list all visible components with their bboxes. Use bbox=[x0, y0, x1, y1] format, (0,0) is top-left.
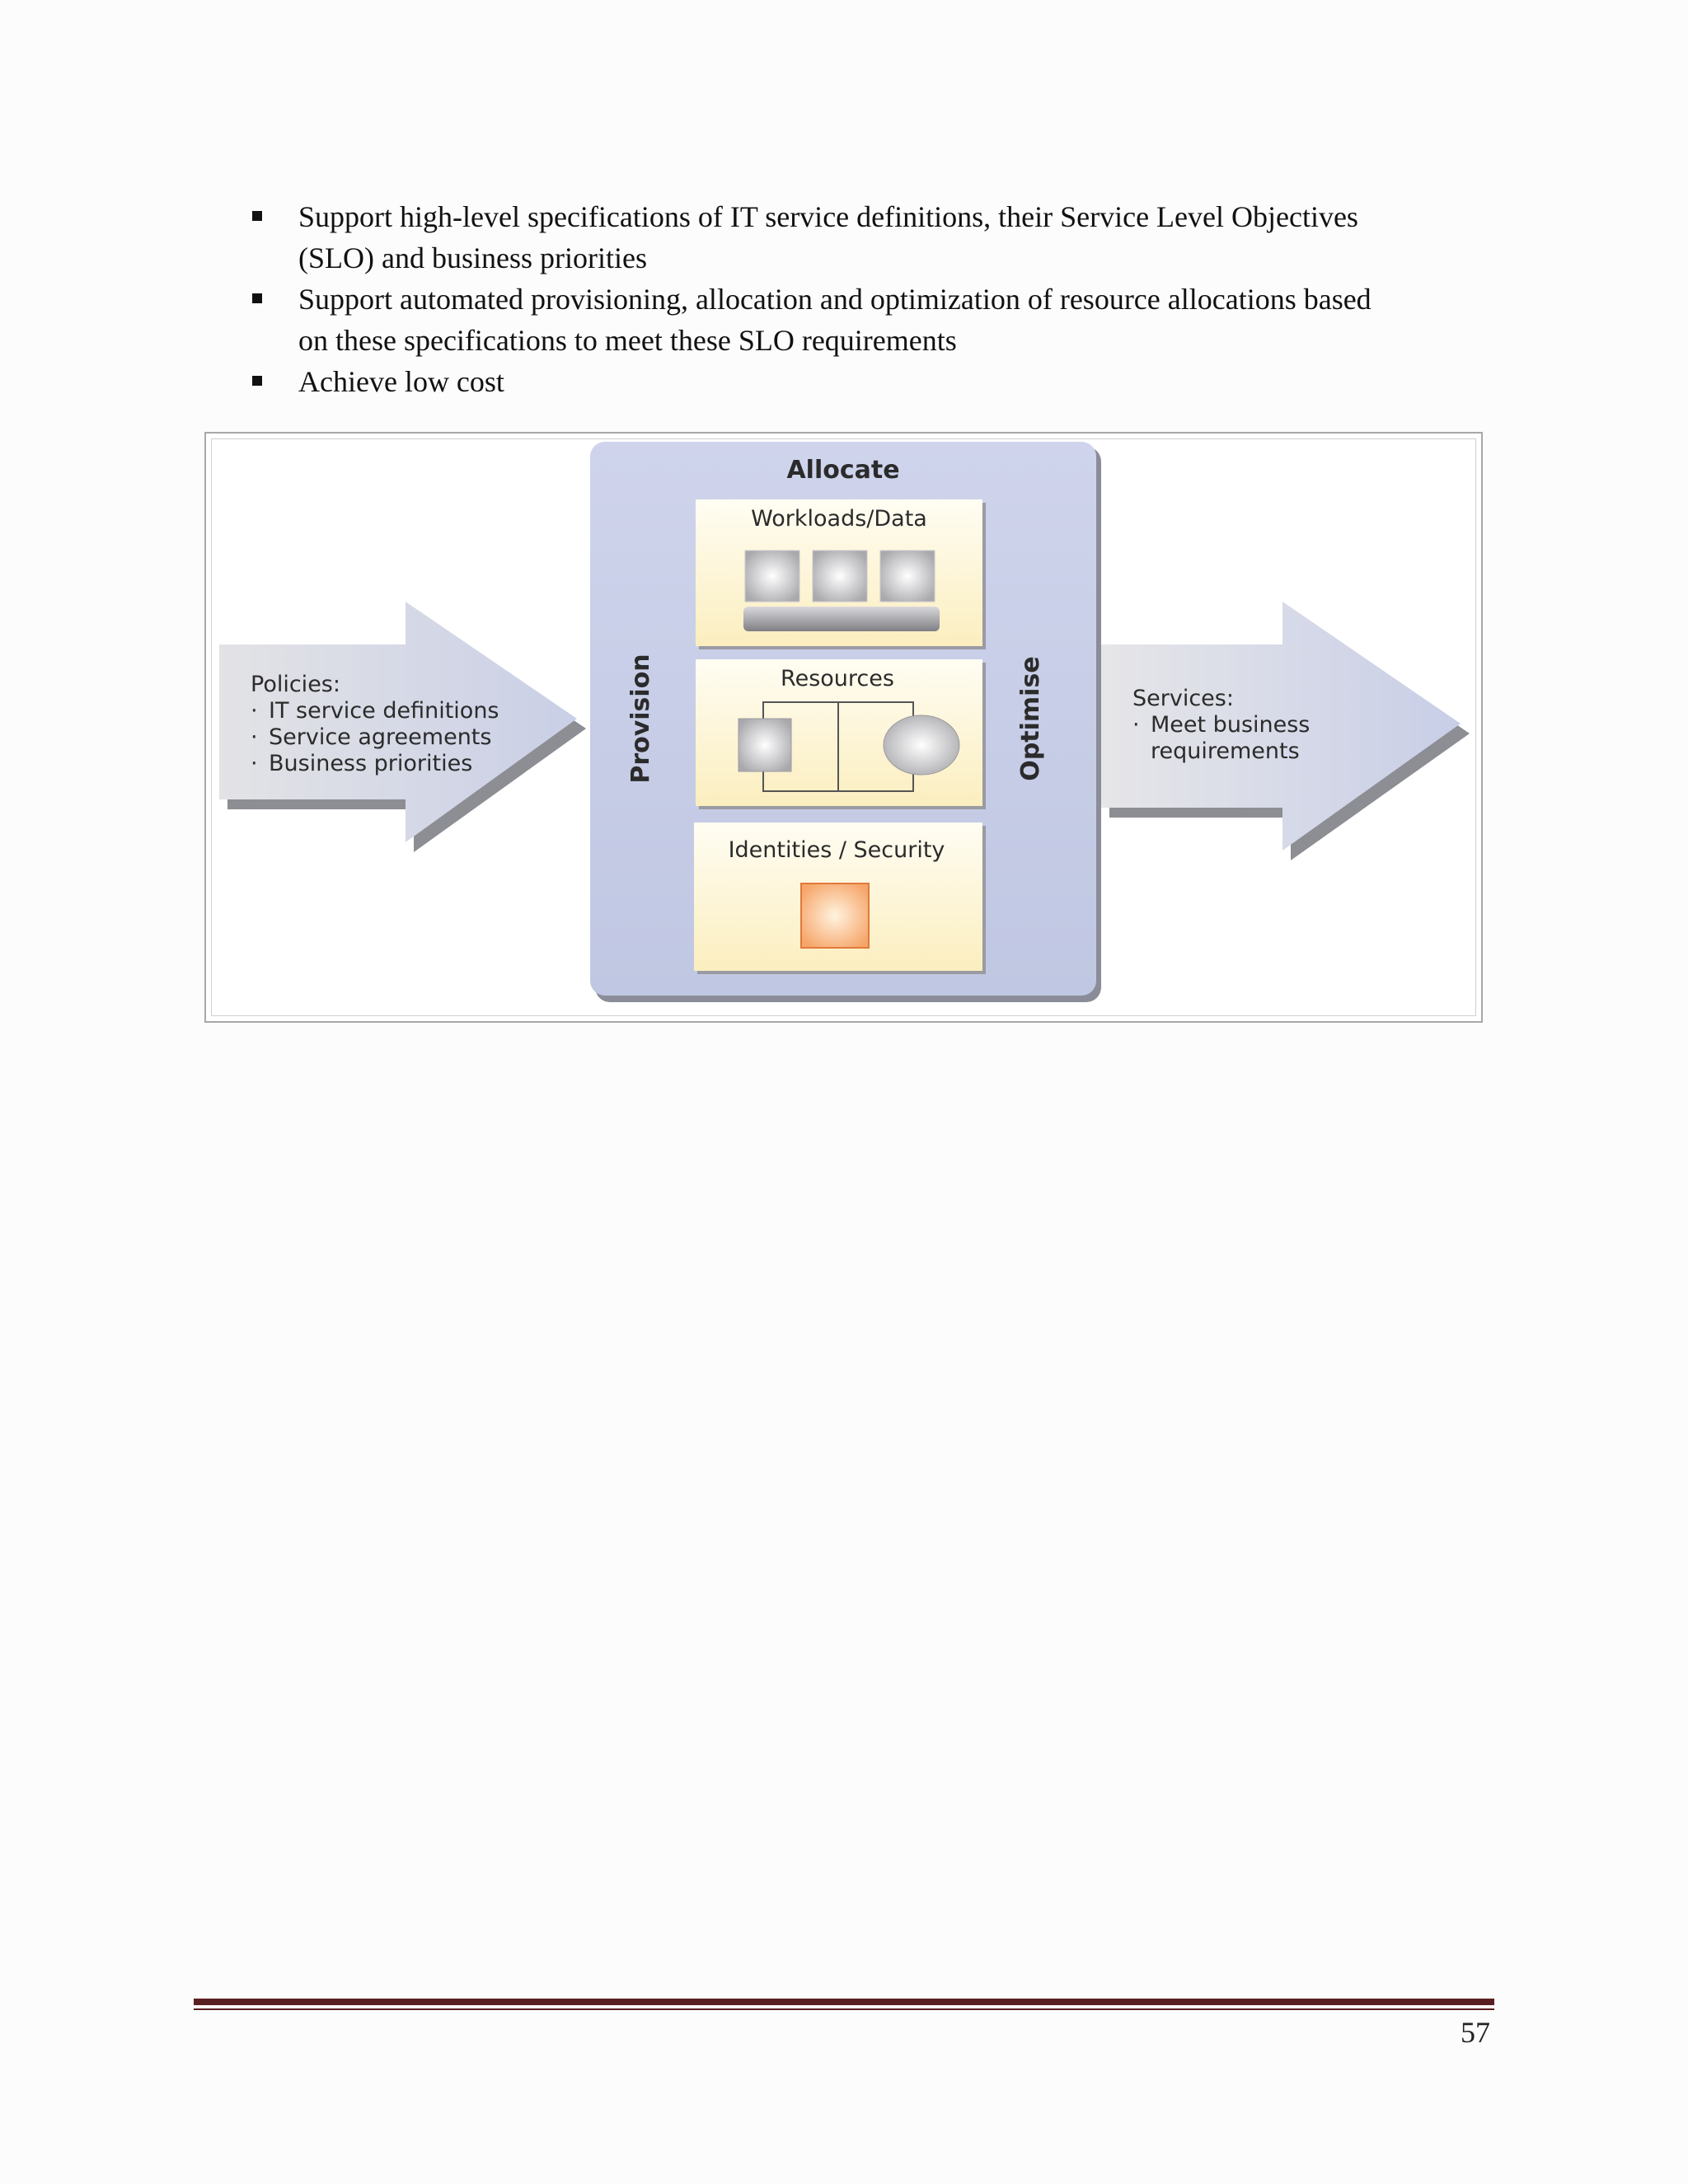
arrow-shape bbox=[219, 602, 577, 842]
policies-heading: Policies: bbox=[251, 672, 340, 697]
list-item: Support high-level specifications of IT … bbox=[247, 196, 1500, 279]
bullet-text-line: Achieve low cost bbox=[298, 365, 504, 398]
data-bar-icon bbox=[743, 607, 940, 631]
services-arrow: Services: · Meet business requirements bbox=[1101, 602, 1470, 860]
arrow-shape bbox=[1101, 602, 1461, 851]
optimise-label: Optimise bbox=[1016, 656, 1045, 780]
bullet-dot: · bbox=[251, 724, 258, 750]
server-icon bbox=[738, 718, 792, 772]
services-heading: Services: bbox=[1132, 686, 1234, 711]
footer-rule bbox=[194, 1999, 1494, 2005]
resources-panel: Resources bbox=[696, 659, 986, 809]
diagram-figure: Policies: · IT service definitions · Ser… bbox=[204, 432, 1483, 1023]
policy-item: Business priorities bbox=[269, 751, 472, 776]
provision-label: Provision bbox=[626, 654, 655, 783]
policies-arrow: Policies: · IT service definitions · Ser… bbox=[219, 602, 586, 852]
policy-item: IT service definitions bbox=[269, 698, 499, 724]
bullet-list: Support high-level specifications of IT … bbox=[247, 196, 1500, 402]
allocate-label: Allocate bbox=[786, 456, 899, 485]
service-item: requirements bbox=[1151, 738, 1300, 764]
security-label: Identities / Security bbox=[729, 837, 945, 863]
footer-rule-thin bbox=[194, 2008, 1494, 2010]
square-bullet-icon bbox=[252, 376, 262, 386]
workloads-label: Workloads/Data bbox=[751, 506, 927, 532]
square-bullet-icon bbox=[252, 293, 262, 303]
bullet-dot: · bbox=[251, 698, 258, 724]
resources-label: Resources bbox=[781, 666, 894, 691]
storage-icon bbox=[883, 715, 960, 776]
security-panel: Identities / Security bbox=[694, 823, 986, 974]
page-number: 57 bbox=[1461, 2016, 1490, 2049]
policy-item: Service agreements bbox=[269, 724, 491, 750]
workload-block-icon bbox=[812, 550, 868, 602]
figure-inner-border bbox=[211, 438, 1476, 1016]
workloads-panel: Workloads/Data bbox=[696, 499, 986, 649]
workload-block-icon bbox=[744, 550, 800, 602]
bullet-text-line: Support high-level specifications of IT … bbox=[298, 200, 1358, 233]
bullet-dot: · bbox=[251, 751, 258, 776]
bullet-text-line: (SLO) and business priorities bbox=[298, 241, 647, 274]
list-item: Achieve low cost bbox=[247, 361, 1500, 402]
bullet-text-line: Support automated provisioning, allocati… bbox=[298, 283, 1372, 316]
workload-block-icon bbox=[879, 550, 935, 602]
square-bullet-icon bbox=[252, 211, 262, 221]
bullet-dot: · bbox=[1132, 712, 1140, 738]
bullet-text-line: on these specifications to meet these SL… bbox=[298, 324, 957, 357]
identity-icon bbox=[800, 883, 870, 949]
list-item: Support automated provisioning, allocati… bbox=[247, 279, 1500, 361]
resource-management-diagram: Policies: · IT service definitions · Ser… bbox=[219, 442, 1470, 1002]
service-item: Meet business bbox=[1151, 712, 1310, 738]
